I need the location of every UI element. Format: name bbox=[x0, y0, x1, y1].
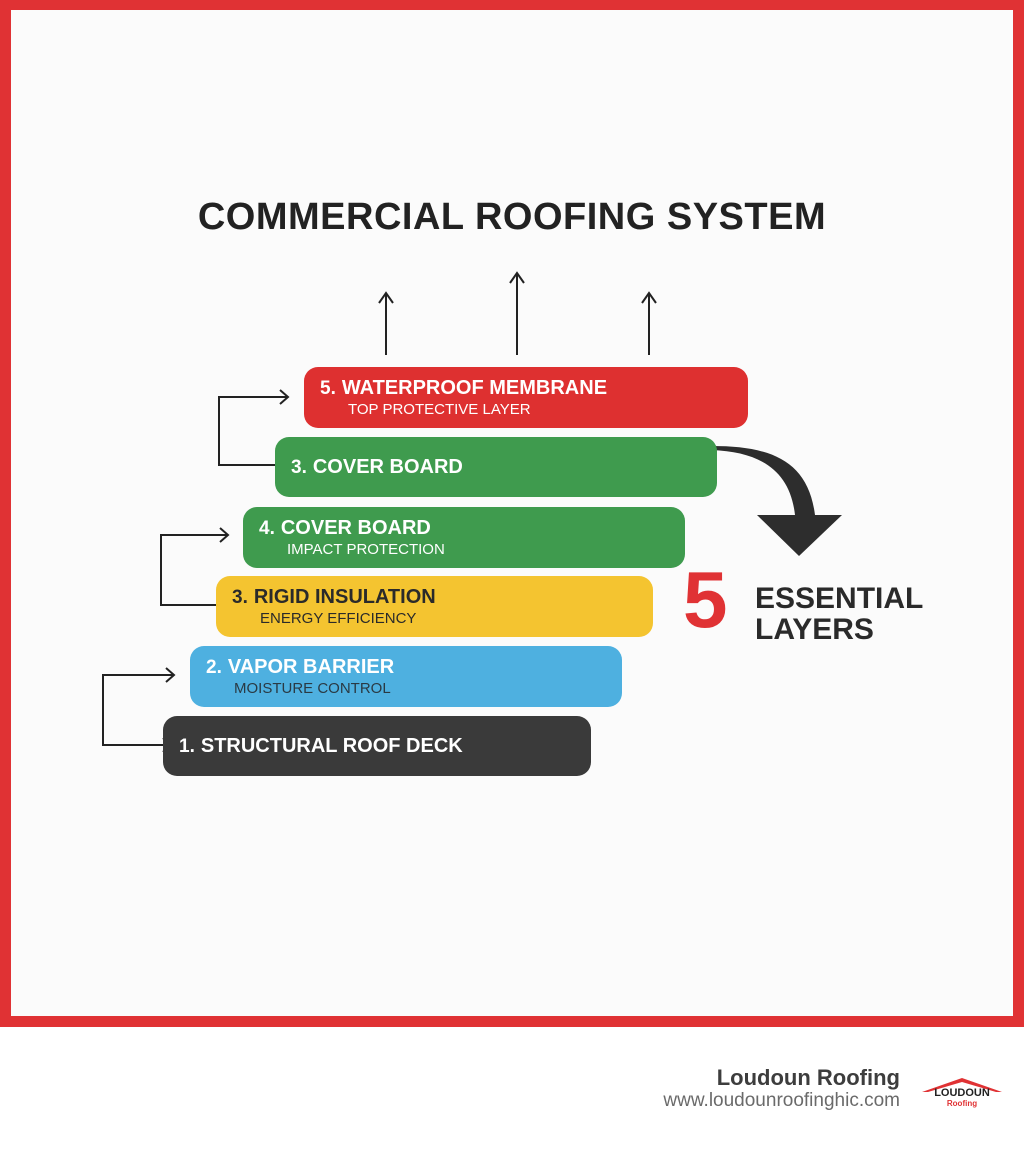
up-arrow-icon bbox=[509, 271, 525, 355]
up-arrow-icon bbox=[378, 291, 394, 355]
layer-cover-board: 4.COVER BOARD IMPACT PROTECTION bbox=[243, 507, 685, 568]
callout-number: 5 bbox=[683, 555, 728, 644]
up-arrow-icon bbox=[641, 291, 657, 355]
layer-cover-board-top: 3.COVER BOARD bbox=[275, 437, 717, 497]
layer-waterproof-membrane: 5.WATERPROOF MEMBRANE TOP PROTECTIVE LAY… bbox=[304, 367, 748, 428]
company-logo-icon: LOUDOUN Roofing bbox=[922, 1078, 1002, 1108]
footer-url[interactable]: www.loudounroofinghic.com bbox=[663, 1090, 900, 1111]
callout-label: ESSENTIAL LAYERS bbox=[755, 582, 924, 646]
svg-text:LOUDOUN: LOUDOUN bbox=[934, 1087, 990, 1099]
layer-structural-roof-deck: 1.STRUCTURAL ROOF DECK bbox=[163, 716, 591, 776]
svg-text:Roofing: Roofing bbox=[947, 1099, 977, 1108]
connector-arrows bbox=[102, 271, 842, 753]
curved-down-arrow-icon bbox=[712, 446, 842, 556]
layer-rigid-insulation: 3.RIGID INSULATION ENERGY EFFICIENCY bbox=[216, 576, 653, 637]
layer-vapor-barrier: 2.VAPOR BARRIER MOISTURE CONTROL bbox=[190, 646, 622, 707]
diagram-title: COMMERCIAL ROOFING SYSTEM bbox=[197, 196, 827, 238]
footer-company-name: Loudoun Roofing bbox=[716, 1065, 900, 1090]
